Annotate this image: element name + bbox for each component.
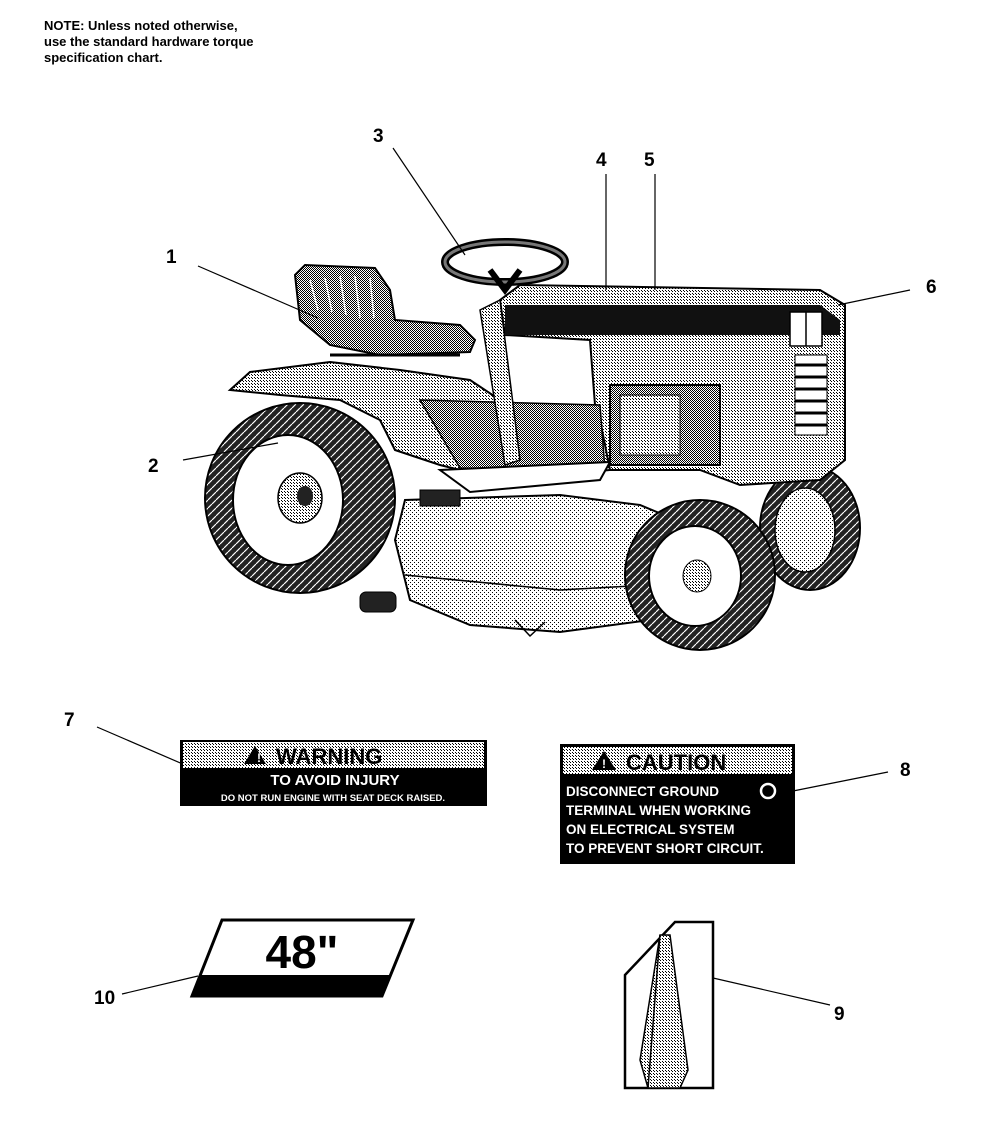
callout-8: 8 [900, 760, 911, 781]
grille [794, 354, 828, 436]
pedal [419, 489, 461, 507]
callout-6: 6 [926, 277, 937, 298]
caution-decal: ! CAUTION DISCONNECT GROUND TERMINAL WHE… [560, 744, 795, 864]
caution-line-2: TERMINAL WHEN WORKING [566, 803, 751, 818]
caution-triangle-icon [592, 751, 616, 770]
deck-size-label: 48" [266, 926, 339, 978]
note-line: specification chart. [44, 50, 163, 65]
hood-stripe [505, 305, 840, 335]
leader-lines [96, 147, 911, 1006]
warning-line-2: DO NOT RUN ENGINE WITH SEAT DECK RAISED. [221, 793, 445, 804]
steering-column [479, 298, 521, 466]
caution-line-4: TO PREVENT SHORT CIRCUIT. [566, 841, 764, 856]
stripe-decal [623, 920, 715, 1090]
warning-line-1: TO AVOID INJURY [270, 772, 399, 789]
svg-text:!: ! [257, 751, 261, 765]
deck-size-decal: 48" [189, 918, 416, 998]
warning-title: WARNING [276, 744, 382, 769]
svg-text:!: ! [602, 757, 606, 771]
deck-wheel [359, 591, 397, 613]
callout-7: 7 [64, 710, 75, 731]
caution-line-1: DISCONNECT GROUND [566, 784, 719, 799]
torque-note: NOTE: Unless noted otherwise, use the st… [44, 18, 344, 66]
callout-9: 9 [834, 1004, 845, 1025]
warning-decal: ! WARNING TO AVOID INJURY DO NOT RUN ENG… [180, 740, 487, 806]
warning-triangle-icon [244, 746, 266, 764]
ground-terminal-icon [759, 782, 777, 800]
lawn-tractor-illustration [204, 238, 861, 651]
note-line: use the standard hardware torque [44, 34, 254, 49]
callout-2: 2 [148, 456, 159, 477]
callout-1: 1 [166, 247, 177, 268]
callout-3: 3 [373, 126, 384, 147]
callout-5: 5 [644, 150, 655, 171]
caution-line-3: ON ELECTRICAL SYSTEM [566, 822, 735, 837]
note-line: NOTE: Unless noted otherwise, [44, 18, 238, 33]
callout-10: 10 [94, 988, 115, 1009]
running-board [437, 460, 612, 494]
callout-numbers: 1 2 3 4 5 6 7 8 9 10 [64, 126, 937, 1025]
caution-title: CAUTION [626, 750, 726, 775]
seat [293, 263, 477, 357]
callout-4: 4 [596, 150, 607, 171]
